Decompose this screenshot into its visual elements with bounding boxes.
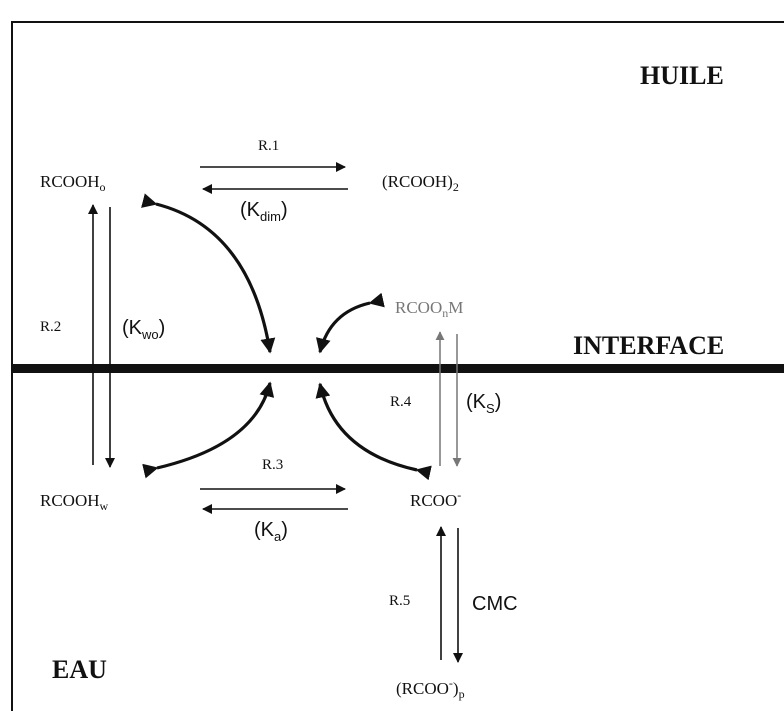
species-dimer: (RCOOH)2 [382, 172, 459, 194]
species-anion: RCOO- [410, 488, 461, 510]
reaction-r1-constant: (Kdim) [240, 199, 288, 224]
interface-arrow-anion [315, 382, 432, 481]
interface-arrow-metal-soap [316, 292, 385, 354]
reaction-r4-label: R.4 [390, 394, 412, 410]
reaction-r2-label: R.2 [40, 319, 61, 335]
reaction-r2-constant: (Kwo) [122, 317, 165, 342]
reaction-r1-label: R.1 [258, 138, 279, 154]
interface-line [12, 364, 784, 373]
species-micelle: (RCOO-)p [396, 676, 465, 701]
region-water-label: EAU [52, 655, 107, 684]
reaction-r5-label: R.5 [389, 593, 410, 609]
region-interface-label: INTERFACE [573, 331, 724, 360]
species-acid-water: RCOOHw [40, 491, 109, 513]
diagram-frame [11, 21, 784, 711]
reaction-r4-constant: (KS) [466, 391, 501, 416]
interface-arrow-acid-oil [141, 193, 276, 354]
region-oil-label: HUILE [640, 61, 724, 90]
species-acid-oil: RCOOHo [40, 172, 106, 194]
reaction-r3-label: R.3 [262, 457, 283, 473]
interface-arrow-acid-water [142, 381, 275, 479]
reaction-r3-constant: (Ka) [254, 519, 288, 544]
reaction-r5-constant: CMC [472, 593, 518, 615]
species-metal-soap: RCOOnM [395, 298, 463, 320]
